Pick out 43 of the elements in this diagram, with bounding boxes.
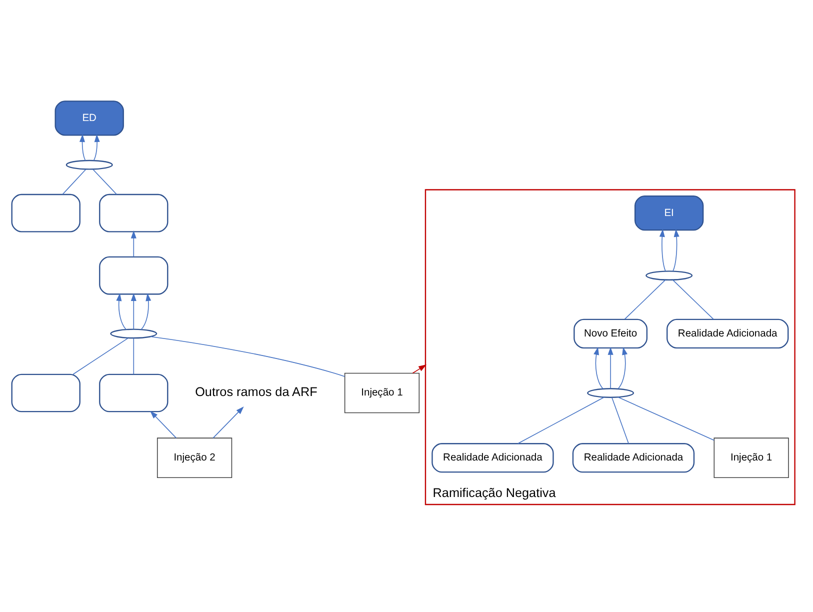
node-box: EI [634,195,704,231]
connector [518,396,604,444]
node-box: Realidade Adicionada [432,443,554,473]
arrow [79,134,86,161]
node-box: Realidade Adicionada [666,318,789,348]
arrow [659,228,666,272]
node-box: Injeção 1 [344,372,420,414]
arrow [130,230,136,258]
node-ellipse [587,388,634,398]
connector [62,168,86,195]
connector [72,338,129,375]
node-box [99,194,168,232]
arrow [116,293,127,330]
connector [672,280,714,320]
arrow [412,364,426,374]
connector [624,280,666,320]
node-box: Injeção 2 [156,438,232,478]
node-box: ED [54,100,124,136]
node-ellipse [110,328,158,339]
node-ellipse [66,160,113,170]
node-box: Novo Efeito [574,318,648,348]
node-box: Injeção 1 [714,438,789,478]
node-text: Outros ramos da ARF [195,385,318,399]
connector [133,338,134,375]
arrow [212,406,244,438]
arrow [608,346,614,389]
node-box [11,374,80,412]
arrow [672,228,680,272]
arrow [618,346,628,390]
arrow [150,410,177,438]
node-box: Realidade Adicionada [572,443,695,473]
arrow [594,346,604,390]
connector [618,396,714,441]
node-box [99,374,168,412]
node-box [99,256,168,295]
connector [150,336,346,377]
arrow [140,293,152,330]
connector [92,168,118,195]
connector [612,397,629,444]
arrow [93,134,100,161]
node-ellipse [646,270,693,280]
node-box [11,194,80,232]
arrow [130,293,136,330]
